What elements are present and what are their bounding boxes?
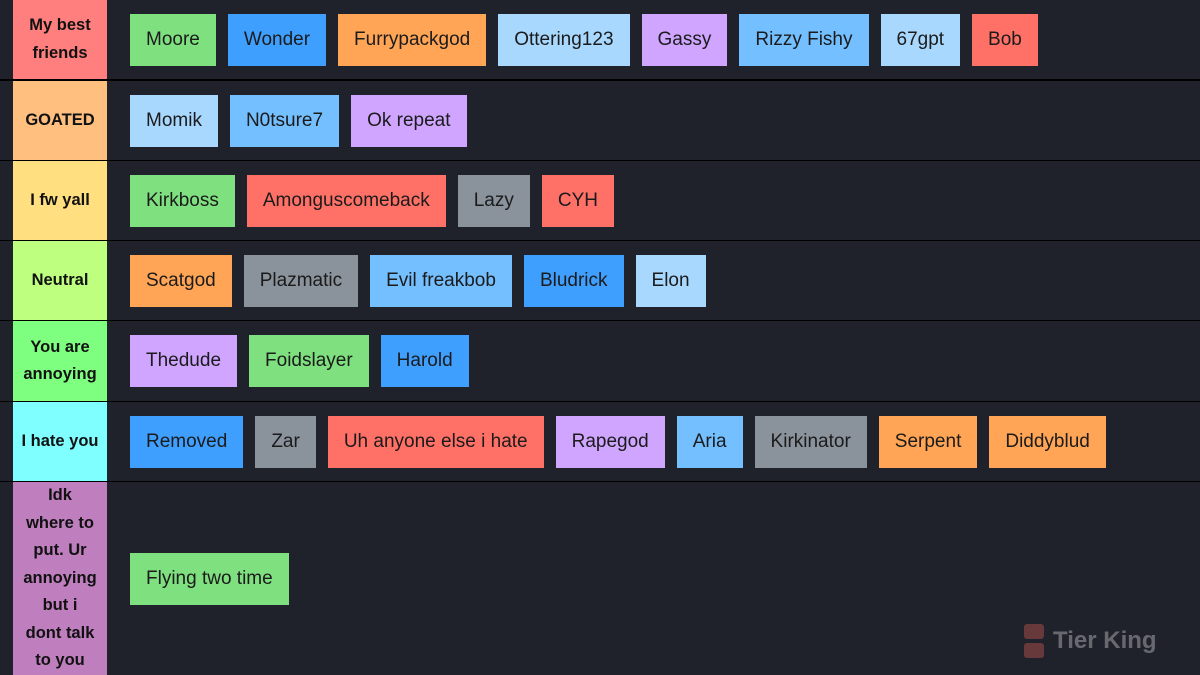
tier-item[interactable]: Serpent	[878, 415, 978, 468]
tier-item[interactable]: Rapegod	[555, 415, 665, 468]
tier-row: Idk where to put. Ur annoying but i dont…	[0, 482, 1200, 675]
tier-item[interactable]: Ottering123	[498, 13, 630, 66]
tier-item[interactable]: Evil freakbob	[370, 254, 512, 307]
tier-item[interactable]: Plazmatic	[243, 254, 359, 307]
tier-item[interactable]: Ok repeat	[351, 94, 467, 147]
tier-item[interactable]: Flying two time	[130, 552, 289, 605]
tier-label[interactable]: I hate you	[13, 402, 107, 481]
tier-item[interactable]: Uh anyone else i hate	[327, 415, 544, 468]
tier-item[interactable]: Furrypackgod	[338, 13, 487, 66]
tier-label[interactable]: Idk where to put. Ur annoying but i dont…	[13, 482, 107, 675]
tier-item[interactable]: 67gpt	[880, 13, 961, 66]
tier-king-logo-icon	[1024, 624, 1044, 658]
tier-item[interactable]: Rizzy Fishy	[739, 13, 869, 66]
tier-label[interactable]: You are annoying	[13, 321, 107, 401]
tier-item[interactable]: Amonguscomeback	[246, 174, 446, 227]
tier-item[interactable]: Lazy	[457, 174, 530, 227]
tier-item[interactable]: Bob	[972, 13, 1038, 66]
tier-item[interactable]: Zar	[255, 415, 316, 468]
tier-item[interactable]: CYH	[541, 174, 614, 227]
tier-item[interactable]: Kirkboss	[130, 174, 235, 227]
tier-item[interactable]: Gassy	[641, 13, 728, 66]
tier-item[interactable]: Bludrick	[523, 254, 624, 307]
tier-item[interactable]: Aria	[676, 415, 743, 468]
tier-item[interactable]: Moore	[130, 13, 216, 66]
tier-items: Flying two time	[130, 482, 1200, 675]
tier-item[interactable]: Momik	[130, 94, 218, 147]
tier-item[interactable]: Kirkinator	[754, 415, 867, 468]
tier-label[interactable]: My best friends	[13, 0, 107, 79]
tier-label[interactable]: GOATED	[13, 81, 107, 160]
tier-item[interactable]: Elon	[635, 254, 706, 307]
tier-label[interactable]: I fw yall	[13, 161, 107, 240]
tier-item[interactable]: Harold	[380, 335, 469, 387]
tier-item[interactable]: Thedude	[130, 335, 238, 387]
tier-label[interactable]: Neutral	[13, 241, 107, 320]
tier-item[interactable]: Scatgod	[130, 254, 232, 307]
tier-item[interactable]: Wonder	[227, 13, 327, 66]
tier-king-watermark: Tier King	[1024, 624, 1157, 658]
tier-item[interactable]: Foidslayer	[249, 335, 369, 387]
watermark-text: Tier King	[1053, 627, 1157, 654]
tier-item[interactable]: Removed	[130, 415, 244, 468]
tier-item[interactable]: Diddyblud	[989, 415, 1106, 468]
tier-item[interactable]: N0tsure7	[229, 94, 340, 147]
